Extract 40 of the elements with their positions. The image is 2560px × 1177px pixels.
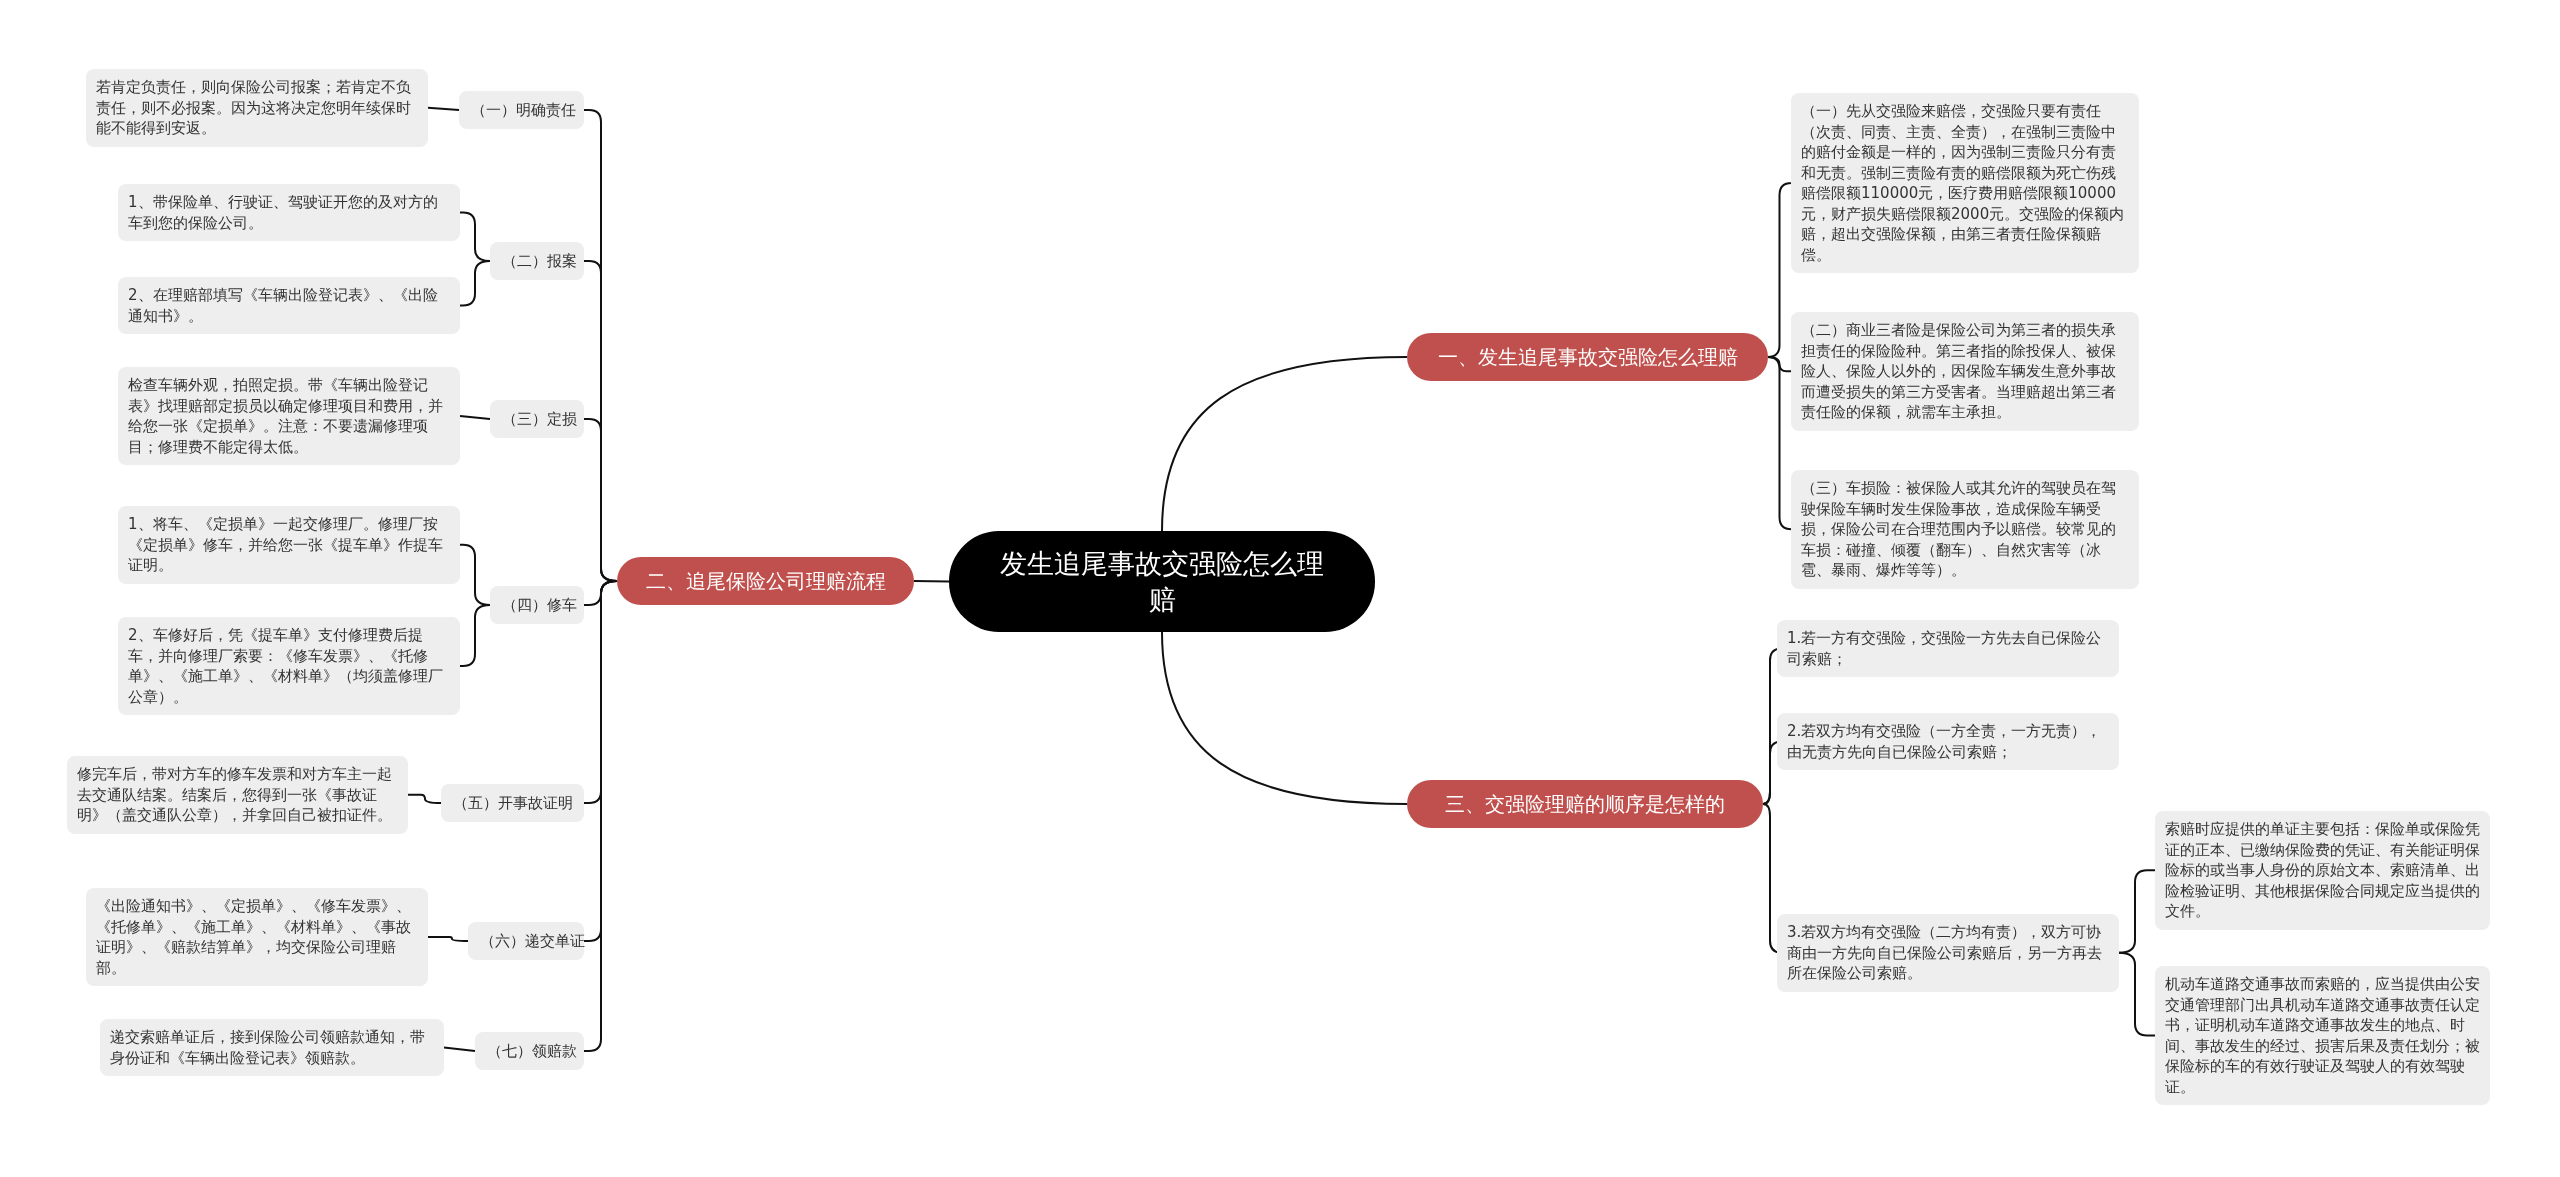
connector-line [427,936,469,942]
connector-line [1161,631,1408,805]
main-topic: 三、交强险理赔的顺序是怎样的 [1407,780,1763,828]
subtopic-box: （六）递交单证 [468,922,584,960]
connector-line [427,106,460,111]
subtopic-box: （一）明确责任 [459,91,584,129]
note-box: 1.若一方有交强险，交强险一方先去自已保险公司索赔； [1777,620,2119,677]
subtopic-box: （三）定损 [490,400,584,438]
note-box: 检查车辆外观，拍照定损。带《车辆出险登记表》找理赔部定损员以确定修理项目和费用，并给您一张《定损单》。注意：不要遗漏修理项目；修理费不能定得太低。 [118,367,460,465]
note-box: 1、带保险单、行驶证、驾驶证开您的及对方的车到您的保险公司。 [118,184,460,241]
note-box: 2.若双方均有交强险（一方全责，一方无责），由无责方先向自已保险公司索赔； [1777,713,2119,770]
connector-line [1161,356,1408,532]
connector-line [443,1046,476,1052]
note-box: 递交索赔单证后，接到保险公司领赔款通知，带身份证和《车辆出险登记表》领赔款。 [100,1019,444,1076]
connector-line [459,260,491,307]
main-topic: 一、发生追尾事故交强险怎么理赔 [1407,333,1768,381]
connector-line [913,580,950,583]
note-box: 3.若双方均有交强险（二方均有责），双方可协商由一方先向自已保险公司索赔后，另一方再去所在保险公司索赔。 [1777,914,2119,992]
connector-line [2118,951,2156,1037]
connector-line [459,415,491,420]
note-box: 索赔时应提供的单证主要包括：保险单或保险凭证的正本、已缴纳保险费的凭证、有关能证明保险标的或当事人身份的原始文本、索赔清单、出险检验证明、其他根据保险合同规定应当提供的文件。 [2155,811,2490,930]
note-box: 《出险通知书》、《定损单》、《修车发票》、《托修单》、《施工单》、《材料单》、《事故证明》、《赔款结算单》，均交保险公司理赔部。 [86,888,428,986]
note-box: 2、车修好后，凭《提车单》支付修理费后提车，并向修理厂索要：《修车发票》、《托修单》、《施工单》、《材料单》（均须盖修理厂公章）。 [118,617,460,715]
subtopic-box: （七）领赔款 [475,1032,584,1070]
note-box: （一）先从交强险来赔偿，交强险只要有责任（次责、同责、主责、全责），在强制三责险中的赔付金额是一样的，因为强制三责险只分有责和无责。强制三责险有责的赔偿限额为死亡伤残赔偿限额110000元，医疗费用赔偿限额10000元，财产损失赔偿限额2000元。交强险的保额内赔，超出交强险保额，由第三者责任险保额赔偿。 [1791,93,2139,273]
main-topic: 二、追尾保险公司理赔流程 [617,557,914,605]
central-topic: 发生追尾事故交强险怎么理赔 [949,531,1375,632]
subtopic-box: （四）修车 [490,586,584,624]
note-box: 若肯定负责任，则向保险公司报案；若肯定不负责任，则不必报案。因为这将决定您明年续保时能不能得到安返。 [86,69,428,147]
note-box: （三）车损险：被保险人或其允许的驾驶员在驾驶保险车辆时发生保险事故，造成保险车辆受损，保险公司在合理范围内予以赔偿。较常见的车损：碰撞、倾覆（翻车）、自然灾害等（冰雹、暴雨、爆炸等等）。 [1791,470,2139,589]
subtopic-box: （五）开事故证明 [441,784,584,822]
note-box: 机动车道路交通事故而索赔的，应当提供由公安交通管理部门出具机动车道路交通事故责任认定书，证明机动车道路交通事故发生的地点、时间、事故发生的经过、损害后果及责任划分；被保险标的车的有效行驶证及驾驶人的有效驾驶证。 [2155,966,2490,1105]
subtopic-box: （二）报案 [490,242,584,280]
note-box: （二）商业三者险是保险公司为第三者的损失承担责任的保险险种。第三者指的除投保人、被保险人、保险人以外的，因保险车辆发生意外事故而遭受损失的第三方受害者。当理赔超出第三者责任险的保额，就需车主承担。 [1791,312,2139,431]
note-box: 1、将车、《定损单》一起交修理厂。修理厂按《定损单》修车，并给您一张《提车单》作提车证明。 [118,506,460,584]
connector-line [459,604,491,667]
note-box: 2、在理赔部填写《车辆出险登记表》、《出险通知书》。 [118,277,460,334]
connector-line [407,793,442,804]
connector-line [1767,356,1793,531]
note-box: 修完车后，带对方车的修车发票和对方车主一起去交通队结案。结案后，您得到一张《事故证明》（盖交通队公章），并拿回自己被扣证件。 [67,756,408,834]
